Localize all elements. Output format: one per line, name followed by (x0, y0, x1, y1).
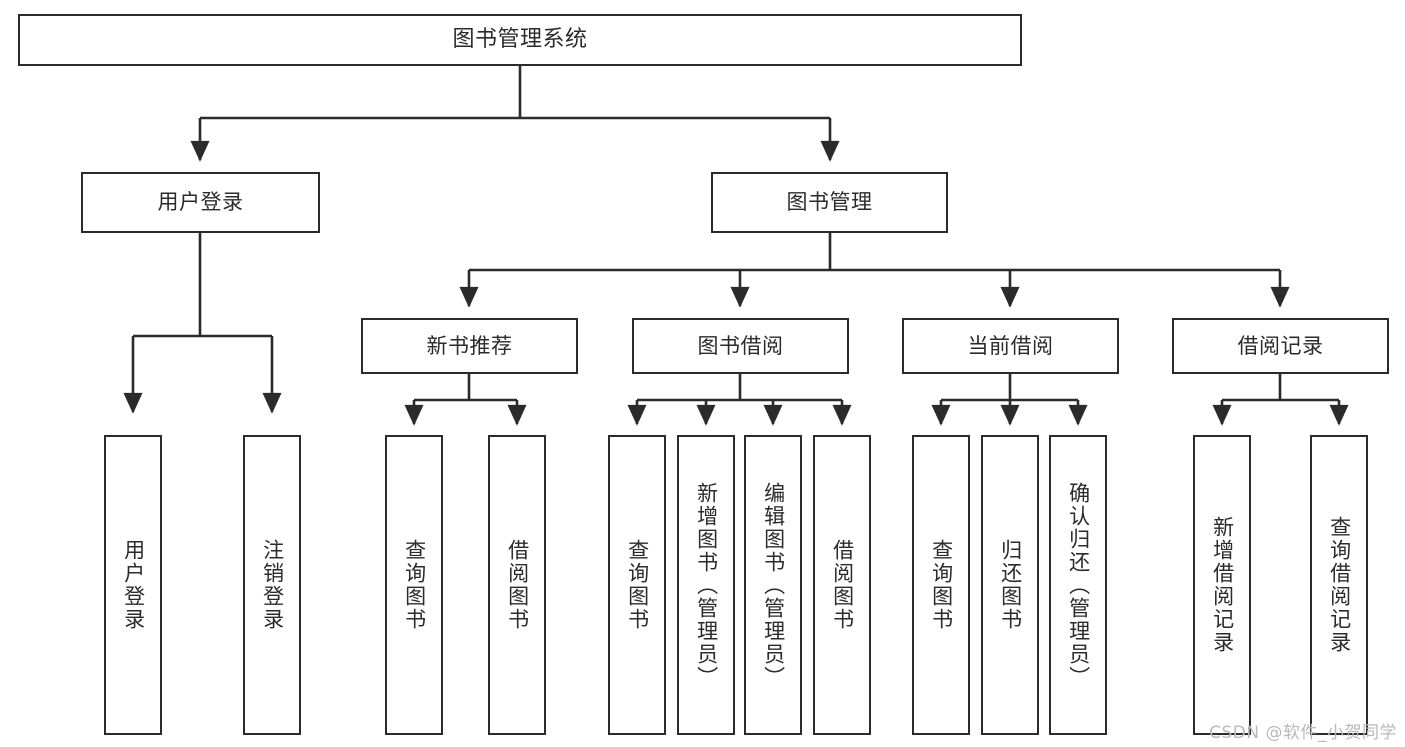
leaf-return-book[interactable]: 归还图书 (981, 435, 1039, 735)
node-label: 查询图书 (625, 539, 650, 631)
leaf-confirm-return-admin[interactable]: 确认归还（管理员） (1049, 435, 1107, 735)
node-book-borrow[interactable]: 图书借阅 (632, 318, 849, 374)
node-label: 图书管理 (786, 190, 873, 215)
node-label: 新增借阅记录 (1210, 516, 1235, 654)
node-label: 当前借阅 (967, 333, 1054, 358)
node-root-system[interactable]: 图书管理系统 (18, 14, 1022, 66)
leaf-borrow-book[interactable]: 借阅图书 (813, 435, 871, 735)
leaf-user-login[interactable]: 用户登录 (104, 435, 162, 735)
node-label: 确认归还（管理员） (1066, 481, 1091, 689)
leaf-add-book-admin[interactable]: 新增图书（管理员） (677, 435, 735, 735)
node-current-borrow[interactable]: 当前借阅 (902, 318, 1119, 374)
node-label: 查询图书 (929, 539, 954, 631)
leaf-query-book-new[interactable]: 查询图书 (385, 435, 443, 735)
leaf-query-borrow-record[interactable]: 查询借阅记录 (1310, 435, 1368, 735)
node-label: 借阅记录 (1237, 333, 1324, 358)
node-label: 查询借阅记录 (1327, 516, 1352, 654)
node-label: 归还图书 (998, 539, 1023, 631)
node-book-management[interactable]: 图书管理 (711, 172, 948, 233)
leaf-borrow-book-new[interactable]: 借阅图书 (488, 435, 546, 735)
node-label: 新增图书（管理员） (694, 481, 719, 689)
node-label: 用户登录 (121, 539, 146, 631)
node-label: 查询图书 (402, 539, 427, 631)
node-label: 注销登录 (260, 539, 285, 631)
node-label: 图书管理系统 (452, 27, 588, 53)
node-label: 新书推荐 (426, 333, 513, 358)
node-label: 借阅图书 (830, 539, 855, 631)
csdn-watermark: CSDN @软件_小贺同学 (1209, 723, 1397, 743)
node-new-book-recommend[interactable]: 新书推荐 (361, 318, 578, 374)
leaf-add-borrow-record[interactable]: 新增借阅记录 (1193, 435, 1251, 735)
leaf-query-book-current[interactable]: 查询图书 (912, 435, 970, 735)
node-label: 编辑图书（管理员） (761, 481, 786, 689)
node-label: 借阅图书 (505, 539, 530, 631)
node-user-login[interactable]: 用户登录 (81, 172, 320, 233)
leaf-query-book-borrow[interactable]: 查询图书 (608, 435, 666, 735)
leaf-logout[interactable]: 注销登录 (243, 435, 301, 735)
node-borrow-record[interactable]: 借阅记录 (1172, 318, 1389, 374)
node-label: 图书借阅 (697, 333, 784, 358)
leaf-edit-book-admin[interactable]: 编辑图书（管理员） (744, 435, 802, 735)
node-label: 用户登录 (157, 190, 244, 215)
